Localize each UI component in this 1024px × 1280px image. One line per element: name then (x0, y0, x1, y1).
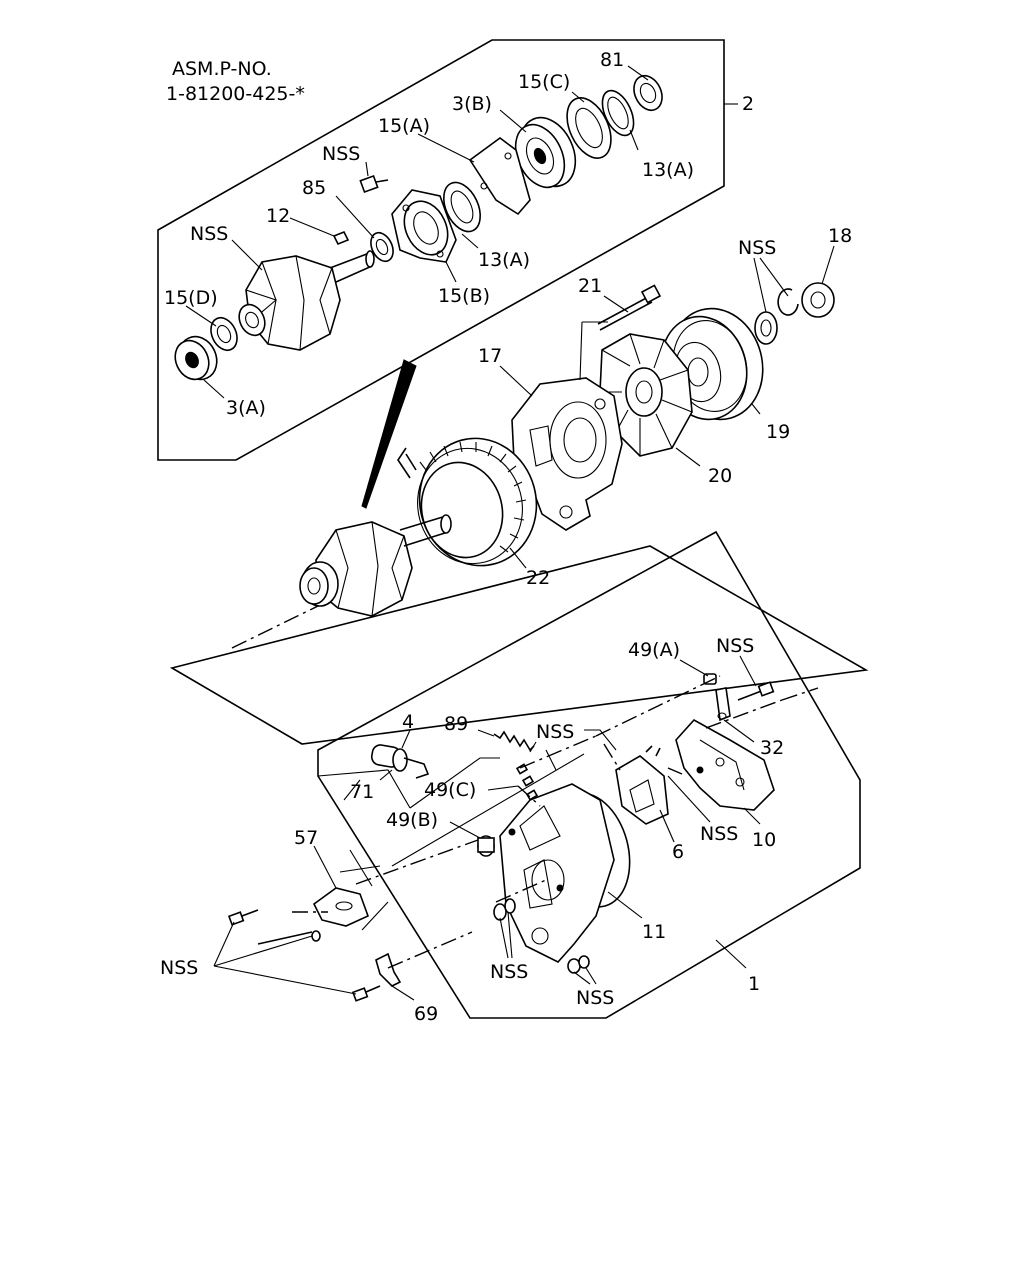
assembly-part-number-title: ASM.P-NO. (172, 58, 272, 80)
label-nss-top-right: NSS (716, 635, 754, 657)
assembly-part-number: 1-81200-425-* (166, 83, 305, 105)
label-6: 6 (672, 841, 684, 863)
label-32: 32 (760, 737, 784, 759)
label-85: 85 (302, 177, 326, 199)
stator-assembly-frame (169, 545, 869, 745)
washer-85 (370, 231, 394, 263)
label-89: 89 (444, 713, 468, 735)
screw-nss-top (359, 174, 389, 194)
label-nss-mid: NSS (536, 721, 574, 743)
terminal-69 (375, 952, 402, 987)
label-11: 11 (642, 921, 666, 943)
housing-assembly-frame (317, 530, 861, 1019)
label-49b: 49(B) (386, 809, 438, 831)
label-69: 69 (414, 1003, 438, 1025)
bolt-21 (597, 284, 662, 331)
brush-holder-6 (615, 745, 669, 825)
middle-leader-lines (499, 245, 835, 569)
label-49a: 49(A) (628, 639, 680, 661)
label-12: 12 (266, 205, 290, 227)
rotor-large (299, 514, 452, 617)
screws-nss-left (227, 909, 381, 1002)
label-15b: 15(B) (438, 285, 490, 307)
plate-15a (468, 137, 531, 216)
label-71: 71 (350, 781, 374, 803)
bracket-49a (703, 673, 717, 685)
label-13a-mid: 13(A) (478, 249, 530, 271)
bearing-81 (633, 74, 663, 112)
label-57: 57 (294, 827, 318, 849)
lower-leader-lines (213, 655, 761, 1001)
label-1: 1 (748, 973, 760, 995)
label-nss-left: NSS (160, 957, 198, 979)
upper-leader-lines (185, 65, 738, 399)
bushing-49c (515, 763, 539, 801)
label-15a: 15(A) (378, 115, 430, 137)
label-4: 4 (402, 711, 414, 733)
bearing-3b (514, 116, 577, 189)
label-81: 81 (600, 49, 624, 71)
label-nss-pulley: NSS (738, 237, 776, 259)
spring-89 (493, 730, 535, 752)
pointer-wedge (361, 359, 417, 509)
label-20: 20 (708, 465, 732, 487)
ring-13a-mid (443, 181, 481, 233)
bolt-nss-top-right (737, 681, 775, 701)
rotor-assembly-frame (157, 39, 725, 461)
label-21: 21 (578, 275, 602, 297)
regulator-10 (675, 718, 775, 811)
label-49c: 49(C) (424, 779, 476, 801)
label-10: 10 (752, 829, 776, 851)
bearing-15d (210, 316, 238, 352)
nut-18 (801, 282, 835, 318)
label-nss-brush: NSS (700, 823, 738, 845)
rear-housing-11 (499, 783, 631, 963)
fan-20 (599, 333, 693, 457)
label-22: 22 (526, 567, 550, 589)
center-axis-line-upper (231, 605, 319, 649)
label-19: 19 (766, 421, 790, 443)
label-nss-bottom-b: NSS (576, 987, 614, 1009)
label-15c: 15(C) (518, 71, 570, 93)
plate-57 (312, 887, 370, 927)
label-17: 17 (478, 345, 502, 367)
label-3b: 3(B) (452, 93, 492, 115)
label-nss-screw: NSS (322, 143, 360, 165)
label-18: 18 (828, 225, 852, 247)
label-15d: 15(D) (164, 287, 218, 309)
condenser-4 (370, 744, 430, 779)
label-nss-bottom-a: NSS (490, 961, 528, 983)
plate-15c (566, 97, 612, 159)
label-nss-rotor: NSS (190, 223, 228, 245)
spacer-nss (754, 311, 778, 345)
label-13a-top: 13(A) (642, 159, 694, 181)
nuts-nss-bottom (493, 898, 590, 974)
drive-end-frame-17 (511, 377, 623, 531)
lower-internal-lines (292, 675, 819, 969)
terminal-32 (715, 687, 731, 722)
cap-49b (477, 835, 495, 857)
label-3a: 3(A) (226, 397, 266, 419)
rotor-small (238, 250, 375, 351)
lock-washer-nss (777, 288, 799, 316)
label-2: 2 (742, 93, 754, 115)
key-12 (332, 230, 350, 246)
bearing-3a (174, 335, 218, 381)
retainer-15b (391, 189, 457, 263)
